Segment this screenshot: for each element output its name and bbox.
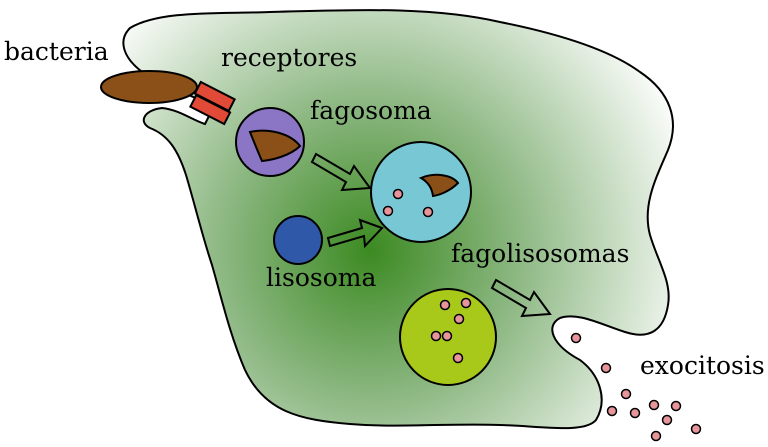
label-receptores: receptores xyxy=(221,43,357,72)
particle xyxy=(661,414,673,426)
phagolysosome-particles xyxy=(382,188,434,218)
arrow-icon xyxy=(310,152,372,192)
label-exocitosis: exocitosis xyxy=(640,351,765,380)
particle xyxy=(600,362,612,374)
engulfed-bacteria-shape xyxy=(248,129,302,163)
lisosoma-vesicle xyxy=(273,215,323,265)
receptor-icons xyxy=(189,80,236,126)
arrow-icon xyxy=(326,218,384,249)
particle xyxy=(382,205,394,217)
particle xyxy=(439,299,451,311)
particle xyxy=(430,330,442,342)
particle xyxy=(620,388,632,400)
label-bacteria: bacteria xyxy=(4,37,109,66)
particle xyxy=(570,332,582,344)
particle xyxy=(690,423,702,435)
bacteria-shape xyxy=(100,70,198,104)
particle xyxy=(670,400,682,412)
label-fagolisosomas: fagolisosomas xyxy=(451,239,629,268)
particle xyxy=(441,330,453,342)
particle xyxy=(650,430,662,442)
residual-body-particles xyxy=(430,297,472,364)
label-fagosoma: fagosoma xyxy=(310,96,432,125)
exocytosis-particles xyxy=(570,332,702,442)
particle xyxy=(460,297,472,309)
particle xyxy=(392,188,404,200)
receptor-icon xyxy=(189,93,232,126)
label-lisosoma: lisosoma xyxy=(266,263,376,292)
particle xyxy=(629,407,641,419)
digested-bacteria-shape xyxy=(418,173,460,198)
arrow-icon xyxy=(490,278,552,318)
particle xyxy=(648,399,660,411)
particle xyxy=(453,313,465,325)
fagolisosoma-vesicle xyxy=(370,141,472,243)
particle xyxy=(452,352,464,364)
particle xyxy=(606,405,618,417)
particle xyxy=(422,206,434,218)
